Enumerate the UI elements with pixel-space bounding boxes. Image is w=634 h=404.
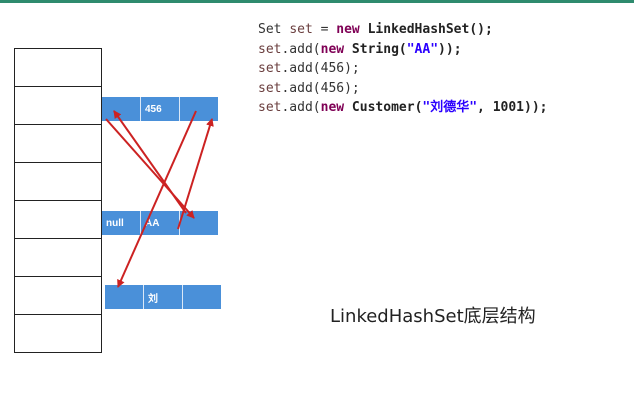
array-slot [15, 315, 101, 353]
code-token: .add( [281, 41, 321, 57]
code-token: )); [438, 41, 462, 57]
node-456-before-pointer [102, 97, 141, 121]
code-token: ( [398, 41, 407, 57]
array-slot [15, 125, 101, 163]
code-token: = [312, 22, 337, 37]
node-456-value: 456 [141, 97, 180, 121]
code-token: (); [469, 22, 493, 37]
code-keyword: new [336, 22, 360, 37]
arrow-liu-to-aa [117, 110, 197, 288]
code-line-4: set.add(456); [258, 79, 548, 99]
code-token: .add(456); [281, 61, 360, 76]
code-class: LinkedHashSet [359, 22, 470, 37]
code-line-5: set.add(new Customer("刘德华", 1001)); [258, 98, 548, 118]
array-slot [15, 49, 101, 87]
code-token: , 1001)); [477, 100, 548, 115]
array-slot [15, 239, 101, 277]
arrow-456-to-aa [105, 118, 195, 219]
code-token: set [258, 100, 282, 115]
code-keyword: new [320, 41, 345, 57]
diagram-caption: LinkedHashSet底层结构 [330, 306, 536, 327]
top-accent-bar [0, 0, 634, 3]
code-token: set [258, 61, 282, 76]
code-token: set [258, 80, 282, 96]
code-string: "刘德华" [422, 100, 478, 115]
code-line-2: set.add(new String("AA")); [258, 40, 548, 60]
node-liu: 刘 [105, 285, 221, 309]
node-liu-value: 刘 [144, 285, 183, 309]
array-slot [15, 277, 101, 315]
code-keyword: new [320, 100, 345, 115]
code-token: set [258, 41, 282, 57]
code-string: "AA" [406, 41, 439, 57]
hash-table-array [14, 48, 102, 353]
node-liu-before-pointer [105, 285, 144, 309]
array-slot [15, 201, 101, 239]
code-line-1: Set set = new LinkedHashSet(); [258, 20, 548, 40]
node-aa-before-pointer: null [102, 211, 141, 235]
code-class: Customer [344, 100, 415, 115]
code-snippet: Set set = new LinkedHashSet(); set.add(n… [258, 20, 548, 118]
code-class: String [344, 41, 399, 57]
code-token: ( [414, 100, 423, 115]
arrow-aa-to-456 [113, 110, 187, 214]
node-aa: null AA [102, 211, 218, 235]
code-token: .add( [281, 100, 321, 115]
code-line-3: set.add(456); [258, 59, 548, 79]
code-token: .add(456); [281, 80, 360, 96]
arrow-aa-to-liu [177, 118, 214, 230]
code-token: set [289, 22, 313, 37]
node-456: 456 [102, 97, 218, 121]
array-slot [15, 163, 101, 201]
array-slot [15, 87, 101, 125]
code-token: Set [258, 22, 290, 37]
